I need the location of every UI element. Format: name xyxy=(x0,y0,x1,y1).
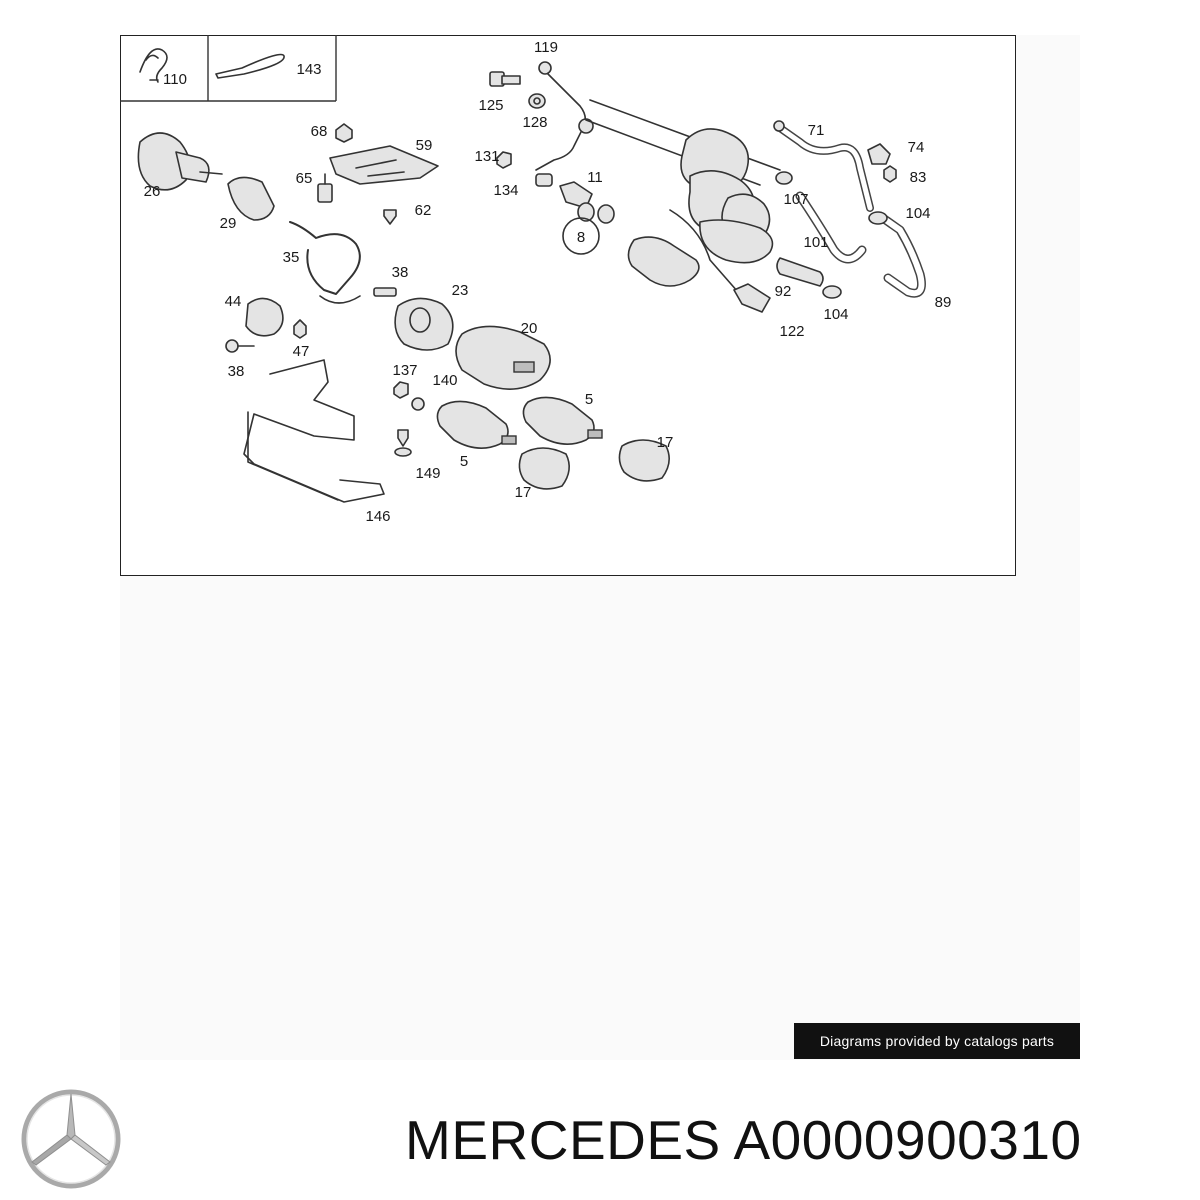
part-fuel-filter-assembly xyxy=(585,99,781,264)
callout-label: 101 xyxy=(803,234,828,251)
part-hose-92 xyxy=(776,257,824,287)
part-valve-11 xyxy=(559,181,593,209)
callout-label: 104 xyxy=(823,306,848,323)
callout-label: 137 xyxy=(392,362,417,379)
part-nut-47 xyxy=(293,319,307,339)
callout-label: 47 xyxy=(293,343,310,360)
part-screw-38a xyxy=(373,287,397,297)
callout-label: 122 xyxy=(779,323,804,340)
callout-label: 62 xyxy=(415,202,432,219)
part-strap-35 xyxy=(289,221,361,304)
callout-label: 92 xyxy=(775,283,792,300)
callout-label: 11 xyxy=(587,169,603,186)
part-pump-20 xyxy=(455,325,551,390)
callout-label: 104 xyxy=(905,205,930,222)
part-sensor-122 xyxy=(669,209,771,313)
part-line-119 xyxy=(535,61,594,171)
part-clamp-44 xyxy=(245,297,284,337)
part-washer-128 xyxy=(528,93,546,109)
part-pump-5a xyxy=(522,396,603,445)
part-bracket-59 xyxy=(329,145,439,185)
callout-label: 89 xyxy=(935,294,952,311)
part-clamp-104a xyxy=(868,211,888,225)
callout-label: 125 xyxy=(478,97,503,114)
credit-banner: Diagrams provided by catalogs parts xyxy=(794,1023,1080,1059)
part-washers-8 xyxy=(562,202,615,255)
callout-label: 38 xyxy=(392,264,409,281)
callout-label: 131 xyxy=(474,148,499,165)
callout-label: 26 xyxy=(144,183,161,200)
callout-label: 140 xyxy=(432,372,457,389)
callout-label: 35 xyxy=(283,249,300,266)
part-screw-149 xyxy=(394,429,412,457)
mercedes-star-icon xyxy=(21,1089,121,1189)
callout-label: 8 xyxy=(577,229,585,246)
part-pump-small xyxy=(627,236,700,287)
part-washer-140 xyxy=(411,397,425,411)
part-bracket-74 xyxy=(867,143,891,165)
callout-label: 119 xyxy=(534,39,558,56)
part-hose-101 xyxy=(795,191,867,264)
callout-label: 59 xyxy=(416,137,433,154)
part-nut-131 xyxy=(496,151,512,169)
part-bolt-83 xyxy=(883,165,897,183)
callout-label: 5 xyxy=(585,391,593,408)
callout-label: 83 xyxy=(910,169,927,186)
callout-labels: 110 143 119 125 128 68 59 131 134 11 8 71 74 83 107 104… xyxy=(144,39,952,525)
callout-label: 38 xyxy=(228,363,245,380)
part-hose-89 xyxy=(875,211,926,298)
part-boot-17b xyxy=(618,439,670,482)
part-clamp-104b xyxy=(822,285,842,299)
callout-label: 29 xyxy=(220,215,237,232)
part-screw-62 xyxy=(383,209,397,225)
callout-label: 107 xyxy=(783,191,808,208)
part-sleeve-29 xyxy=(227,176,275,221)
callout-label: 20 xyxy=(521,320,538,337)
part-cover-146 xyxy=(243,359,385,503)
callout-label: 149 xyxy=(415,465,440,482)
inset-boxes xyxy=(120,35,337,102)
part-hose-71 xyxy=(773,120,874,212)
callout-label: 44 xyxy=(225,293,242,310)
part-pump-5b xyxy=(436,400,517,449)
part-boot-17a xyxy=(518,447,570,490)
part-nut-68 xyxy=(335,123,353,143)
part-clip-110 xyxy=(139,48,168,83)
callout-label: 5 xyxy=(460,453,468,470)
part-screw-38b xyxy=(225,339,255,353)
part-cable-tie-143 xyxy=(215,53,285,79)
part-nut-137 xyxy=(393,381,409,399)
part-filter-26 xyxy=(137,132,223,191)
part-clamp-107 xyxy=(775,171,793,185)
callout-label: 23 xyxy=(452,282,469,299)
parts-diagram: 110 143 119 125 128 68 59 131 134 11 8 71 74 83 107 104… xyxy=(120,35,952,525)
callout-label: 71 xyxy=(808,122,825,139)
part-bolt-125 xyxy=(489,71,521,87)
part-sleeve-23 xyxy=(394,297,454,351)
callout-label: 134 xyxy=(493,182,518,199)
part-fitting-134 xyxy=(535,173,553,187)
callout-label: 17 xyxy=(515,484,532,501)
callout-label: 74 xyxy=(908,139,925,156)
callout-label: 65 xyxy=(296,170,313,187)
callout-label: 143 xyxy=(296,61,321,78)
part-mount-65 xyxy=(317,173,333,203)
callout-label: 68 xyxy=(311,123,328,140)
brand-title: MERCEDES A0000900310 xyxy=(405,1109,1082,1171)
callout-label: 128 xyxy=(522,114,547,131)
callout-label: 146 xyxy=(365,508,390,525)
callout-label: 110 xyxy=(163,71,187,88)
callout-label: 17 xyxy=(657,434,674,451)
